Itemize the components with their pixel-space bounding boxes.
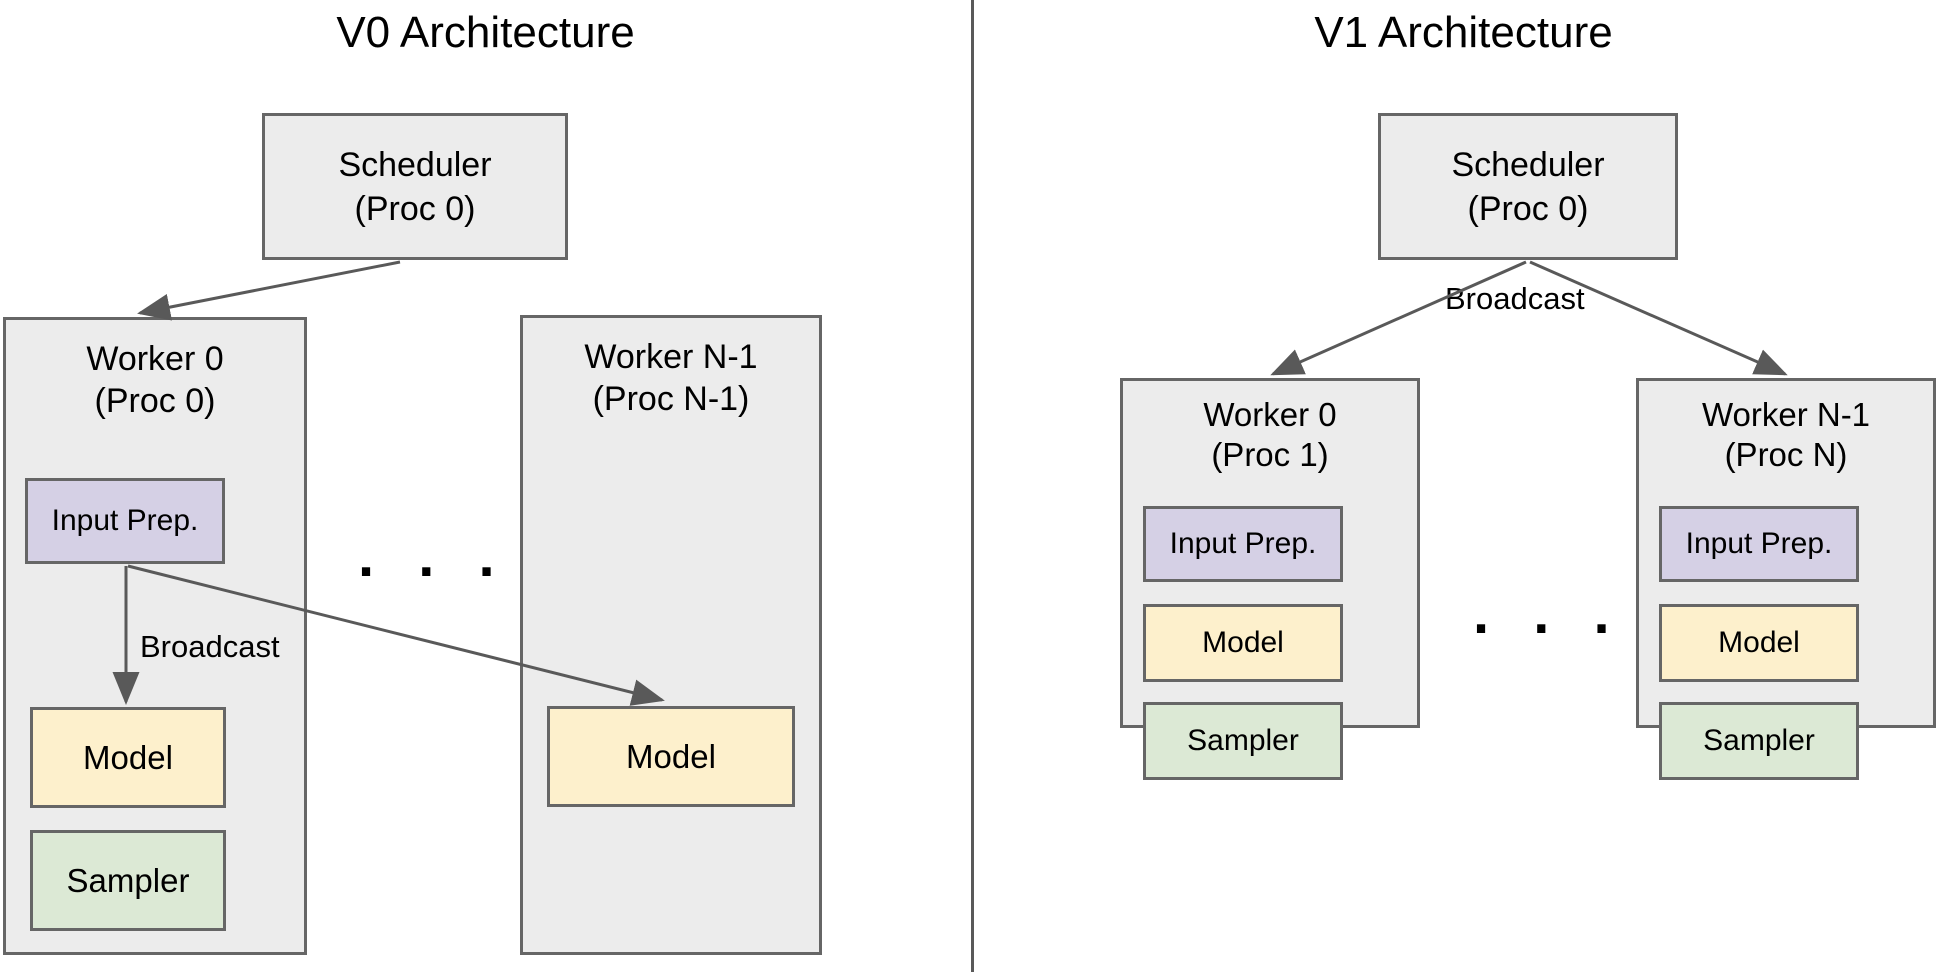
v0-worker-0-input-prep-box[interactable]: Input Prep. [25,478,225,564]
v1-worker-0-model-label: Model [1202,626,1284,659]
v0-worker-n-1-box[interactable]: Worker N-1 (Proc N-1) [520,315,822,955]
v1-scheduler-label: Scheduler (Proc 0) [1451,145,1605,228]
v1-scheduler-box[interactable]: Scheduler (Proc 0) [1378,113,1678,260]
v1-worker-0-sampler-label: Sampler [1187,724,1299,757]
v0-broadcast-label: Broadcast [140,629,280,664]
v1-broadcast-label: Broadcast [1445,281,1585,316]
v1-worker-n-1-sampler-box[interactable]: Sampler [1659,702,1859,780]
v1-worker-n-1-title: Worker N-1 (Proc N) [1701,396,1871,473]
v1-worker-n-1-model-label: Model [1718,626,1800,659]
v0-worker-n-1-model-box[interactable]: Model [547,706,795,807]
v1-worker-0-model-box[interactable]: Model [1143,604,1343,682]
v0-worker-0-sampler-label: Sampler [66,861,190,899]
v1-worker-0-title: Worker 0 (Proc 1) [1203,396,1337,473]
v0-worker-0-title: Worker 0 (Proc 0) [86,340,224,420]
v0-worker-0-sampler-box[interactable]: Sampler [30,830,226,931]
panel-title-v1: V1 Architecture [1314,8,1613,57]
v0-scheduler-box[interactable]: Scheduler (Proc 0) [262,113,568,260]
v1-worker-n-1-sampler-label: Sampler [1703,724,1815,757]
v1-worker-n-1-model-box[interactable]: Model [1659,604,1859,682]
panel-v0-architecture: V0 Architecture Scheduler (Proc 0) Worke… [0,0,971,972]
v1-worker-0-input-prep-label: Input Prep. [1169,527,1317,560]
v0-worker-n-1-model-label: Model [626,737,716,775]
v1-worker-n-1-input-prep-label: Input Prep. [1685,527,1833,560]
v0-scheduler-label: Scheduler (Proc 0) [338,145,492,228]
v0-worker-0-model-label: Model [83,738,173,776]
v0-worker-0-input-prep-label: Input Prep. [51,504,199,537]
v1-worker-0-sampler-box[interactable]: Sampler [1143,702,1343,780]
v0-worker-0-model-box[interactable]: Model [30,707,226,808]
panel-divider [971,0,974,972]
v1-worker-0-input-prep-box[interactable]: Input Prep. [1143,506,1343,582]
v1-worker-n-1-input-prep-box[interactable]: Input Prep. [1659,506,1859,582]
panel-title-v0: V0 Architecture [336,8,635,57]
v0-worker-n-1-title: Worker N-1 (Proc N-1) [584,338,758,418]
v0-ellipsis: . . . [358,524,509,589]
panel-v1-architecture: V1 Architecture Scheduler (Proc 0) Worke… [973,0,1954,972]
v1-ellipsis: . . . [1473,581,1624,646]
